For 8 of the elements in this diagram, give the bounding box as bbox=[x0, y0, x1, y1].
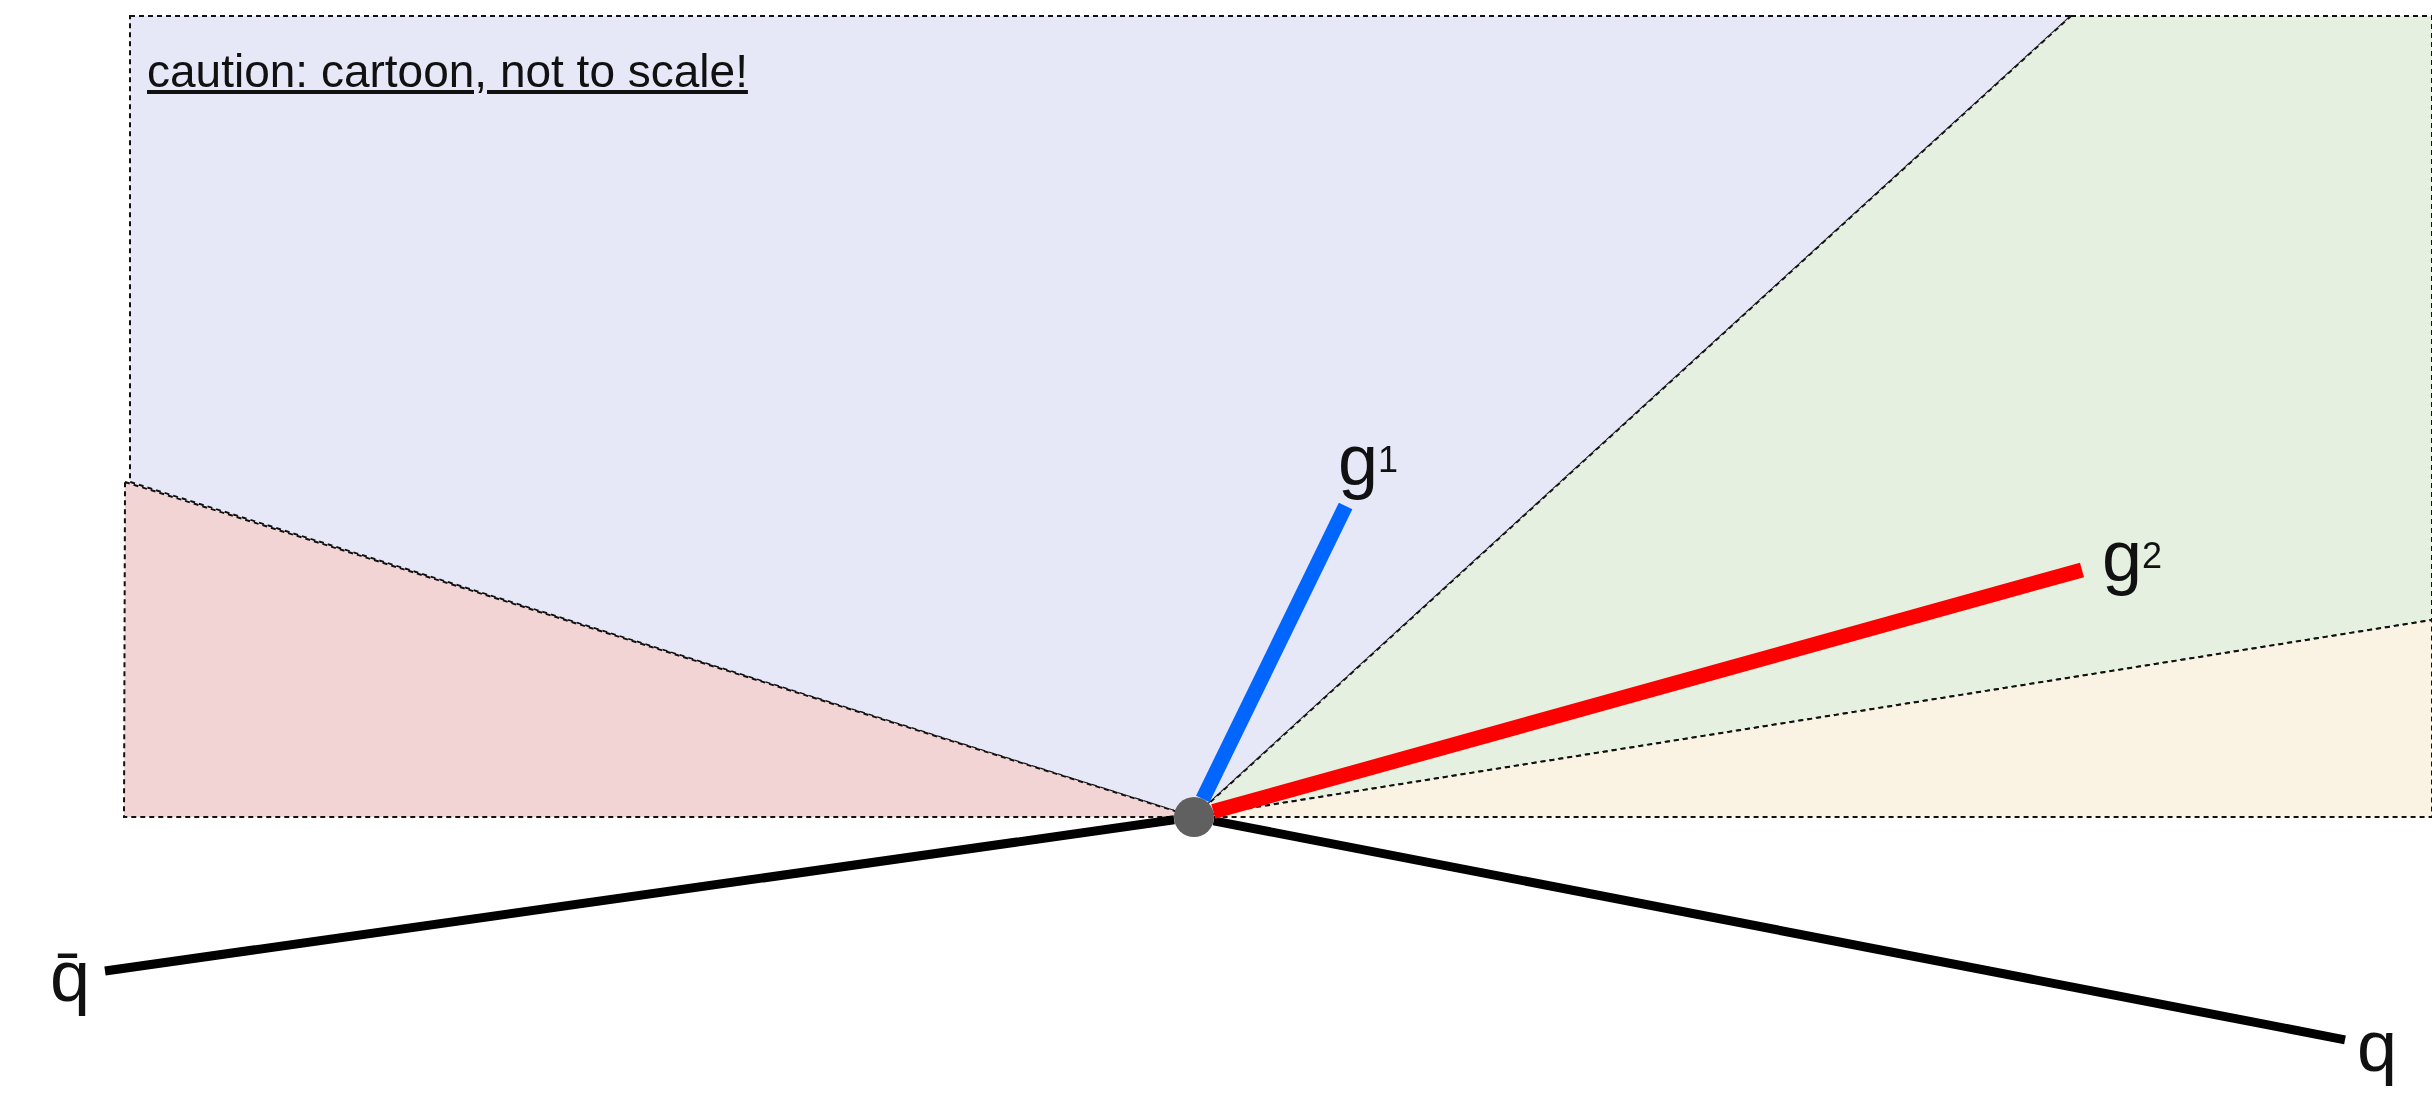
note-text: caution: cartoon, not to scale! bbox=[147, 44, 748, 98]
particle-label: q̄ bbox=[35, 930, 105, 1022]
gluon-line bbox=[1196, 502, 1353, 803]
quark-line bbox=[104, 815, 1175, 976]
quark-line bbox=[1212, 816, 2346, 1045]
vertex-dot bbox=[1174, 797, 1214, 837]
gluon-line bbox=[1211, 562, 2084, 819]
particle-label: q bbox=[2345, 1000, 2409, 1092]
